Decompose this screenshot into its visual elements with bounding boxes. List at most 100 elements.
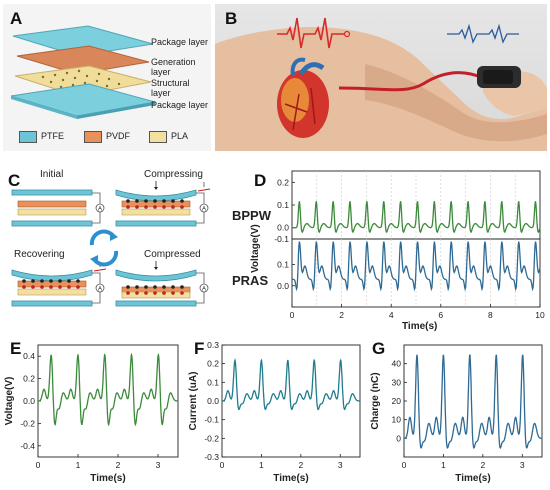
y-tick-label: -0.4 [20, 441, 35, 451]
pos-charge [180, 291, 184, 295]
y-tick-label: 0.1 [277, 260, 289, 270]
x-tick-label: 2 [480, 460, 485, 470]
neg-charge [49, 279, 53, 283]
y-tick-label: 0.2 [277, 177, 289, 187]
ammeter-icon [199, 283, 209, 293]
x-axis-label: Time(s) [90, 473, 125, 484]
pla-layer [121, 208, 191, 216]
wristband [477, 66, 521, 88]
pos-charge [144, 205, 148, 209]
x-axis-label: Time(s) [455, 473, 490, 484]
pos-charge [31, 285, 35, 289]
device-initial: A [11, 189, 105, 227]
neg-charge [180, 285, 184, 289]
ptfe-label: PTFE [41, 131, 65, 141]
current-symbol: I [203, 182, 205, 189]
x-tick-label: 10 [535, 310, 545, 320]
panel-d-bottom-series: PRAS [232, 273, 269, 288]
panel-a-letter: A [10, 9, 23, 28]
panel-g-letter: G [372, 339, 386, 358]
ptfe-bottom [11, 300, 93, 307]
data-line-D-top [292, 201, 541, 234]
neg-charge [40, 279, 44, 283]
y-tick-label: -0.1 [204, 415, 219, 425]
ptfe-bottom [11, 220, 93, 227]
pla-layer [17, 288, 87, 296]
pos-charge [76, 285, 80, 289]
sensor-wire [338, 71, 484, 92]
panel-e-letter: E [10, 339, 22, 358]
wearable-illustration [215, 17, 547, 151]
pos-charge [162, 291, 166, 295]
ptfe-bottom [115, 220, 197, 227]
current-arrow-icon [93, 268, 107, 272]
neg-charge [162, 199, 166, 203]
panel-d-xlabel: Time(s) [402, 321, 438, 332]
x-tick-label: 0 [36, 460, 41, 470]
pvdf-swatch [84, 131, 102, 143]
ammeter-symbol: A [202, 287, 206, 293]
y-tick-label: -0.2 [20, 418, 35, 428]
pvdf-layer [17, 200, 87, 208]
heart-icon [277, 57, 329, 138]
neg-charge [153, 285, 157, 289]
pos-charge [22, 285, 26, 289]
x-tick-label: 2 [339, 310, 344, 320]
y-tick-label: 0.1 [207, 377, 219, 387]
panel-d-top-series: BPPW [232, 208, 271, 223]
state-compressed: Compressed [144, 249, 201, 260]
y-tick-label: 30 [392, 377, 402, 387]
y-tick-label: -0.2 [204, 433, 219, 443]
pos-charge [67, 285, 71, 289]
structural-dots [41, 69, 121, 92]
state-compressing: Compressing [144, 169, 203, 180]
device-compressed: A [115, 261, 209, 307]
x-tick-label: 1 [259, 460, 264, 470]
material-legend: PTFE PVDF PLA [19, 130, 209, 144]
y-axis-label: Charge (nC) [370, 372, 381, 429]
neg-charge [171, 199, 175, 203]
cycle-arrows-icon [89, 229, 119, 267]
pos-charge [144, 291, 148, 295]
generation-layer [16, 45, 150, 75]
ammeter-icon [199, 203, 209, 213]
y-tick-label: 0.1 [277, 200, 289, 210]
x-tick-label: 1 [76, 460, 81, 470]
pos-charge [171, 205, 175, 209]
x-tick-label: 0 [290, 310, 295, 320]
ammeter-symbol: A [202, 207, 206, 213]
top-package-layer [12, 25, 154, 57]
x-tick-label: 1 [441, 460, 446, 470]
x-tick-label: 3 [156, 460, 161, 470]
panel-b-letter: B [225, 9, 238, 28]
x-axis-label: Time(s) [273, 473, 308, 484]
y-tick-label: 0 [396, 433, 401, 443]
pos-charge [162, 205, 166, 209]
neg-charge [22, 279, 26, 283]
y-axis-label: Voltage(V) [4, 377, 15, 426]
neg-charge [67, 279, 71, 283]
pos-charge [153, 291, 157, 295]
device-recovering: AI [11, 262, 107, 307]
panel-f-letter: F [194, 339, 205, 358]
neg-charge [135, 199, 139, 203]
neg-charge [135, 285, 139, 289]
state-recovering: Recovering [14, 249, 65, 260]
device-compressing: AI [115, 181, 211, 227]
layer-label-2: Generation layer [151, 57, 196, 77]
pos-charge [171, 291, 175, 295]
x-tick-label: 8 [488, 310, 493, 320]
ammeter-icon [95, 283, 105, 293]
neg-charge [126, 199, 130, 203]
y-tick-label: 0.2 [23, 374, 35, 384]
layer-label-1: Package layer [151, 37, 209, 47]
panel-a: A Package layer Generation layer Structu… [3, 4, 211, 151]
y-tick-label: 40 [392, 359, 402, 369]
